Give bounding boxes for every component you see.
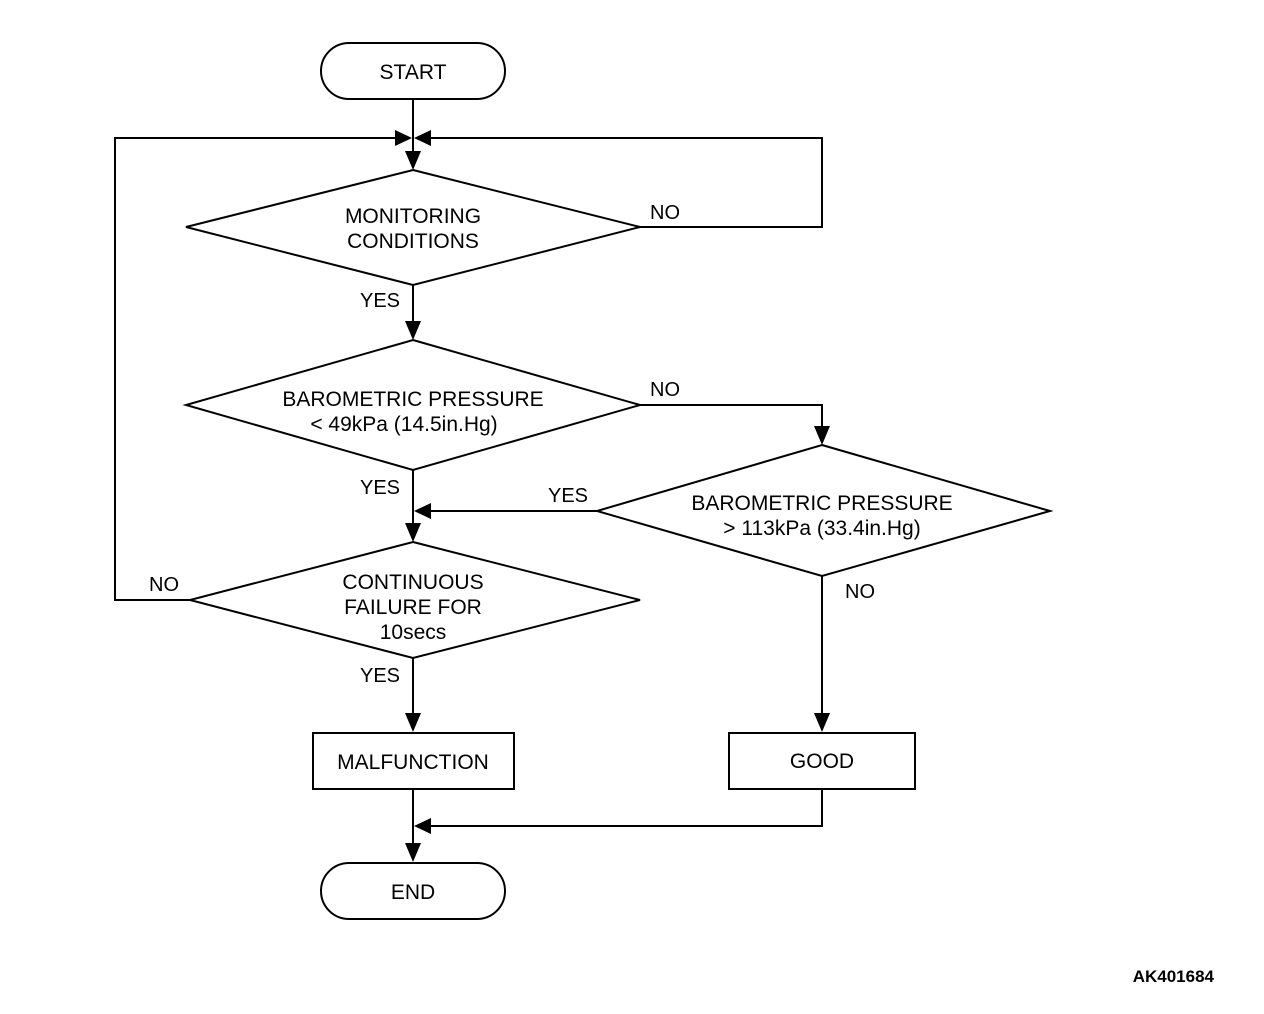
arrowhead-left	[414, 130, 431, 146]
connector-baro-low-no	[640, 404, 823, 428]
arrowhead-down	[405, 321, 421, 340]
arrowhead-down	[405, 713, 421, 732]
arrowhead-right	[395, 130, 412, 146]
continuous-decision: CONTINUOUS FAILURE FOR 10secs	[186, 540, 641, 660]
arrowheads	[395, 130, 830, 862]
baro-low-decision: BAROMETRIC PRESSURE < 49kPa (14.5in.Hg)	[182, 338, 644, 472]
baro-low-no-label: NO	[650, 379, 680, 401]
arrowhead-down	[405, 151, 421, 170]
monitoring-no-label: NO	[650, 202, 680, 224]
arrowhead-down	[814, 713, 830, 732]
continuous-label-line-2: FAILURE FOR	[344, 596, 482, 619]
baro-high-label-line-2: > 113kPa (33.4in.Hg)	[723, 517, 920, 540]
figure-id: AK401684	[1133, 967, 1215, 986]
malfunction-box	[312, 732, 515, 790]
arrowhead-down	[405, 843, 421, 862]
monitoring-diamond	[185, 168, 641, 287]
baro-low-label-line-1: BAROMETRIC PRESSURE	[282, 388, 543, 411]
arrowhead-down	[405, 523, 421, 542]
good-box	[728, 732, 916, 790]
baro-high-diamond	[593, 443, 1054, 578]
connector-continuous-no-loop	[114, 137, 396, 601]
good-label: GOOD	[790, 750, 854, 773]
monitoring-label-line-1: MONITORING	[345, 205, 481, 228]
continuous-label-line-3: 10secs	[380, 621, 447, 644]
baro-high-label-line-1: BAROMETRIC PRESSURE	[691, 492, 952, 515]
arrowhead-left	[414, 503, 431, 519]
continuous-diamond	[186, 540, 641, 660]
connector-good-to-end	[430, 790, 823, 827]
continuous-label-line-1: CONTINUOUS	[342, 571, 483, 594]
start-terminal: START	[320, 42, 506, 100]
start-label: START	[380, 61, 447, 84]
connector-monitoring-no-loop	[430, 137, 823, 228]
continuous-yes-label: YES	[360, 665, 400, 687]
continuous-no-label: NO	[149, 574, 179, 596]
start-shape	[320, 42, 506, 100]
baro-low-diamond	[182, 338, 644, 472]
end-label: END	[391, 881, 435, 904]
monitoring-yes-label: YES	[360, 290, 400, 312]
malfunction-label: MALFUNCTION	[337, 751, 489, 774]
good-process: GOOD	[728, 732, 916, 790]
branch-labels: NO YES NO YES YES NO NO YES	[149, 202, 875, 687]
monitoring-decision: MONITORING CONDITIONS	[185, 168, 641, 287]
monitoring-label-line-2: CONDITIONS	[347, 230, 479, 253]
baro-high-yes-label: YES	[548, 485, 588, 507]
arrowhead-left	[414, 818, 431, 834]
baro-low-yes-label: YES	[360, 477, 400, 499]
arrowhead-down	[814, 426, 830, 445]
end-terminal: END	[320, 862, 506, 920]
baro-high-no-label: NO	[845, 581, 875, 603]
end-shape	[320, 862, 506, 920]
baro-high-decision: BAROMETRIC PRESSURE > 113kPa (33.4in.Hg)	[593, 443, 1054, 578]
malfunction-process: MALFUNCTION	[312, 732, 515, 790]
baro-low-label-line-2: < 49kPa (14.5in.Hg)	[310, 413, 497, 436]
connectors	[114, 100, 823, 846]
